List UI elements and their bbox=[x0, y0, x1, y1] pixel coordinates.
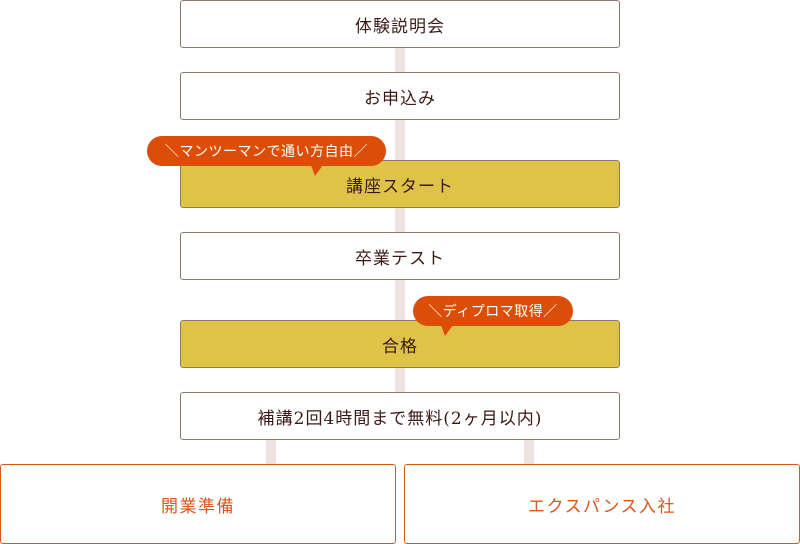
callout-tail-icon bbox=[311, 165, 323, 176]
step-label: 補講2回4時間まで無料(2ヶ月以内) bbox=[257, 408, 543, 429]
outcome-business-prep: 開業準備 bbox=[0, 464, 396, 544]
callout-label: ＼ディプロマ取得／ bbox=[428, 304, 558, 320]
step-label: 体験説明会 bbox=[355, 16, 445, 37]
step-graduation-test: 卒業テスト bbox=[180, 232, 620, 280]
connector-left-branch bbox=[266, 432, 276, 472]
connector-main bbox=[395, 40, 405, 400]
step-label: 卒業テスト bbox=[355, 248, 445, 269]
callout-tail-icon bbox=[441, 325, 453, 336]
step-label: 合格 bbox=[382, 336, 418, 357]
step-course-start: 講座スタート bbox=[180, 160, 620, 208]
step-pass: 合格 bbox=[180, 320, 620, 368]
step-supplementary-lessons: 補講2回4時間まで無料(2ヶ月以内) bbox=[180, 392, 620, 440]
outcome-join-company: エクスパンス入社 bbox=[404, 464, 800, 544]
step-label: 講座スタート bbox=[346, 176, 454, 197]
callout-diploma: ＼ディプロマ取得／ bbox=[413, 296, 573, 336]
outcome-label: エクスパンス入社 bbox=[528, 496, 676, 517]
connector-right-branch bbox=[524, 432, 534, 472]
callout-label: ＼マンツーマンで通い方自由／ bbox=[165, 144, 368, 160]
step-label: お申込み bbox=[364, 88, 436, 109]
step-application: お申込み bbox=[180, 72, 620, 120]
step-trial-session: 体験説明会 bbox=[180, 0, 620, 48]
outcome-label: 開業準備 bbox=[161, 496, 235, 517]
callout-one-on-one: ＼マンツーマンで通い方自由／ bbox=[147, 136, 386, 176]
